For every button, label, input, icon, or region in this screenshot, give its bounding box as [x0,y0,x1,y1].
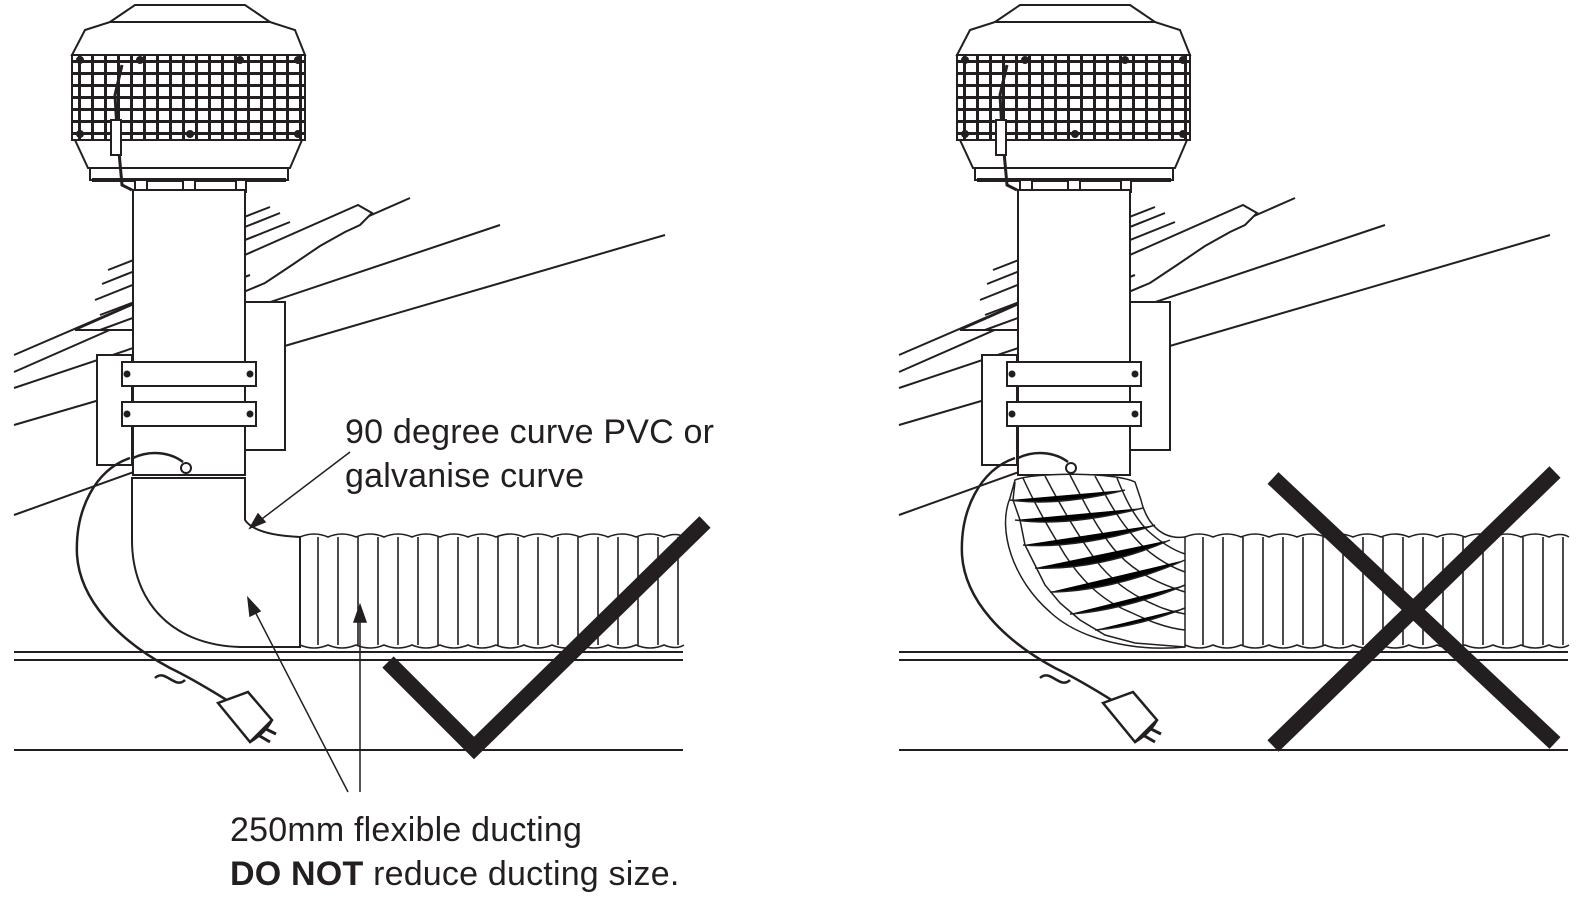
checkmark-icon [382,516,711,760]
curve-annotation: 90 degree curve PVC or galvanise curve [345,410,714,498]
ducting-warning-strong: DO NOT [230,855,364,894]
leader-lines [247,451,368,793]
rooftop-fan-icon [955,3,1192,196]
curve-annotation-line2: galvanise curve [345,457,585,496]
ceiling-lines [13,651,684,751]
ducting-warning-rest: reduce ducting size. [363,855,680,894]
ducting-warning: DO NOT reduce ducting size. [230,852,679,896]
correct-installation-panel [13,3,711,793]
cross-mark-icon [1267,466,1561,752]
incorrect-installation-panel [898,3,1570,752]
ducting-annotation-line1: 250mm flexible ducting [230,811,583,849]
rooftop-fan-icon [70,3,307,196]
pvc-curve-elbow [131,477,301,648]
crushed-flex-duct-bend [1004,473,1186,649]
flexible-ducting [1184,533,1570,649]
ducting-annotation: 250mm flexible ducting DO NOT reduce duc… [230,808,679,896]
curve-annotation-line1: 90 degree curve PVC or [345,413,715,451]
